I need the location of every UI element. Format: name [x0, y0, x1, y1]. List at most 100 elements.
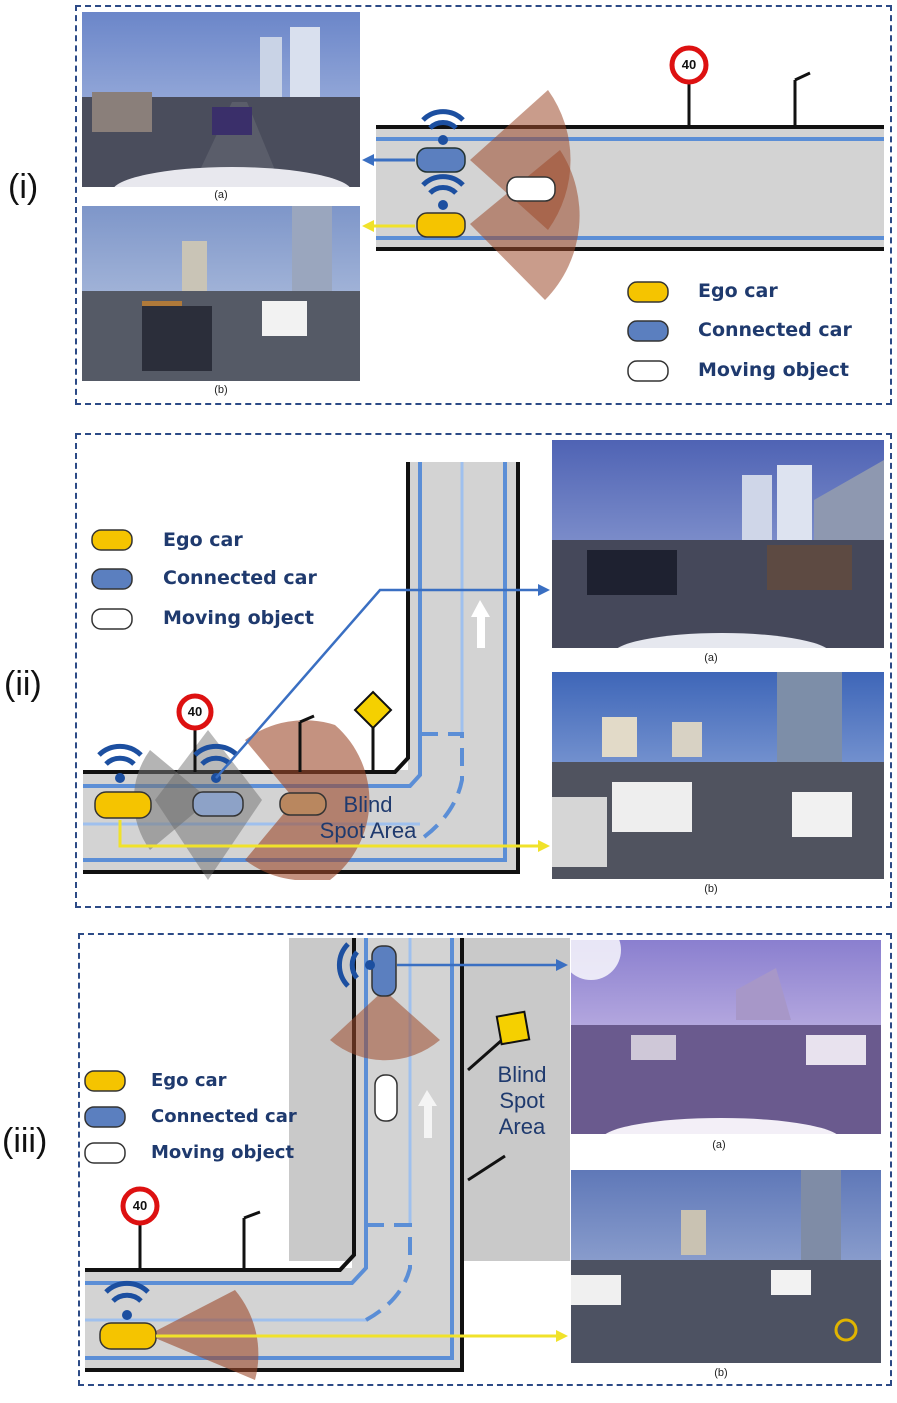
legend-connected-label: Connected car: [151, 1106, 297, 1127]
wifi-signal-icon: [336, 942, 375, 988]
speed-sign-label: 40: [187, 704, 203, 719]
legend-ego-label: Ego car: [163, 529, 243, 551]
ego-car-icon: [99, 1322, 157, 1350]
connected-car-icon: [371, 945, 397, 997]
legend-connected: Connected car: [133, 1106, 297, 1127]
panel-i-caption-a: (a): [214, 189, 228, 201]
legend-ego: Ego car: [145, 529, 243, 551]
road-edge-line: [83, 462, 520, 874]
street-scene-illustration: [82, 206, 360, 381]
speed-sign-label: 40: [681, 57, 697, 72]
street-scene-illustration: [571, 1170, 881, 1363]
panel-ii-caption-b: (b): [704, 883, 718, 895]
moving-object-car-icon: [374, 1074, 398, 1122]
legend-ego-label: Ego car: [698, 280, 778, 302]
blind-spot-word: Blind: [497, 1062, 547, 1087]
legend-ego-car-icon: [627, 281, 669, 303]
arrow-head: [538, 584, 550, 596]
road-edge-line: [83, 462, 410, 774]
street-light-icon: [467, 1154, 506, 1182]
street-light-icon: [243, 1210, 261, 1220]
pedestrian-crossing-sign-icon: [495, 1010, 531, 1046]
street-light-icon: [794, 71, 811, 82]
panel-ii-camera-photo-a: [552, 440, 884, 648]
connected-car-icon: [192, 791, 244, 817]
panel-i-caption-b: (b): [214, 384, 228, 396]
sensor-cone: [133, 750, 210, 850]
legend-connected-car-icon: [91, 568, 133, 590]
panel-ii-frame: [75, 433, 892, 908]
panel-iii-caption-a: (a): [712, 1139, 726, 1151]
lane-line: [83, 462, 507, 862]
legend-ego: Ego car: [133, 1070, 227, 1091]
legend-connected-car-icon: [627, 320, 669, 342]
arrow-head: [362, 154, 374, 166]
street-scene-illustration: [552, 440, 884, 648]
street-light-icon: [299, 714, 315, 724]
panel-iii-caption-b: (b): [714, 1367, 728, 1379]
panel-iii-camera-photo-a: [571, 940, 881, 1134]
ego-car-view-arrow: [118, 820, 540, 848]
legend-moving-object-icon: [91, 608, 133, 630]
legend-moving-object-icon: [627, 360, 669, 382]
arrow-head: [362, 220, 374, 232]
ego-car-icon: [416, 212, 466, 238]
legend-connected-car-icon: [84, 1106, 126, 1128]
blind-spot-area-label: Blind Spot Area: [319, 792, 417, 843]
pedestrian-crossing-sign-icon: [353, 690, 393, 730]
road-edge-line: [85, 938, 464, 1372]
sensor-cone: [330, 990, 440, 1061]
legend-connected-label: Connected car: [163, 567, 317, 589]
lane-line: [83, 462, 422, 788]
ego-car-icon: [94, 791, 152, 819]
legend-moving: Moving object: [133, 1142, 294, 1163]
street-scene-illustration: [552, 672, 884, 879]
wifi-signal-icon: [97, 743, 143, 783]
wifi-signal-icon: [421, 174, 465, 210]
connected-car-view-arrow: [215, 588, 540, 779]
legend-ego-label: Ego car: [151, 1070, 227, 1091]
panel-ii-caption-a: (a): [704, 652, 718, 664]
sign-pole: [467, 1038, 503, 1072]
legend-ego-car-icon: [91, 529, 133, 551]
panel-iii-camera-photo-b: [571, 1170, 881, 1363]
arrow-head: [538, 840, 550, 852]
legend-connected-label: Connected car: [698, 319, 852, 341]
speed-limit-sign-icon: [176, 693, 214, 731]
blind-spot-area-label: Blind Spot Area: [482, 1062, 562, 1140]
panel-i-label: (i): [8, 168, 39, 206]
blind-spot-word: Area: [498, 1114, 546, 1139]
street-scene-illustration: [571, 940, 881, 1134]
panel-ii-camera-photo-b: [552, 672, 884, 879]
street-scene-illustration: [82, 12, 360, 187]
arrow-head: [556, 1330, 568, 1342]
wifi-signal-icon: [421, 109, 465, 145]
turn-lane-line: [365, 1223, 412, 1322]
legend-moving-label: Moving object: [163, 607, 314, 629]
moving-object-car-icon: [506, 176, 556, 202]
speed-limit-sign-icon: [120, 1186, 160, 1226]
lane-line: [85, 938, 368, 1285]
speed-sign-label: 40: [132, 1198, 148, 1213]
panel-iii-label: (iii): [2, 1122, 48, 1160]
legend-moving: Moving object: [145, 607, 314, 629]
panel-i-camera-photo-a: [82, 12, 360, 187]
legend-ego: Ego car: [680, 280, 778, 302]
speed-limit-sign-icon: [669, 45, 709, 85]
panel-iii-frame: [78, 933, 892, 1386]
legend-moving-label: Moving object: [698, 359, 849, 381]
legend-moving-label: Moving object: [151, 1142, 295, 1163]
blind-spot-word: Spot: [499, 1088, 545, 1113]
wifi-signal-icon: [104, 1280, 150, 1320]
turn-lane-line: [418, 732, 464, 842]
arrow-head: [556, 959, 568, 971]
direction-arrow-icon: [471, 600, 490, 648]
legend-moving: Moving object: [680, 359, 849, 381]
panel-i-frame: [75, 5, 892, 405]
moving-object-car-icon: [279, 792, 327, 816]
legend-moving-object-icon: [84, 1142, 126, 1164]
panel-ii-label: (ii): [4, 665, 42, 703]
